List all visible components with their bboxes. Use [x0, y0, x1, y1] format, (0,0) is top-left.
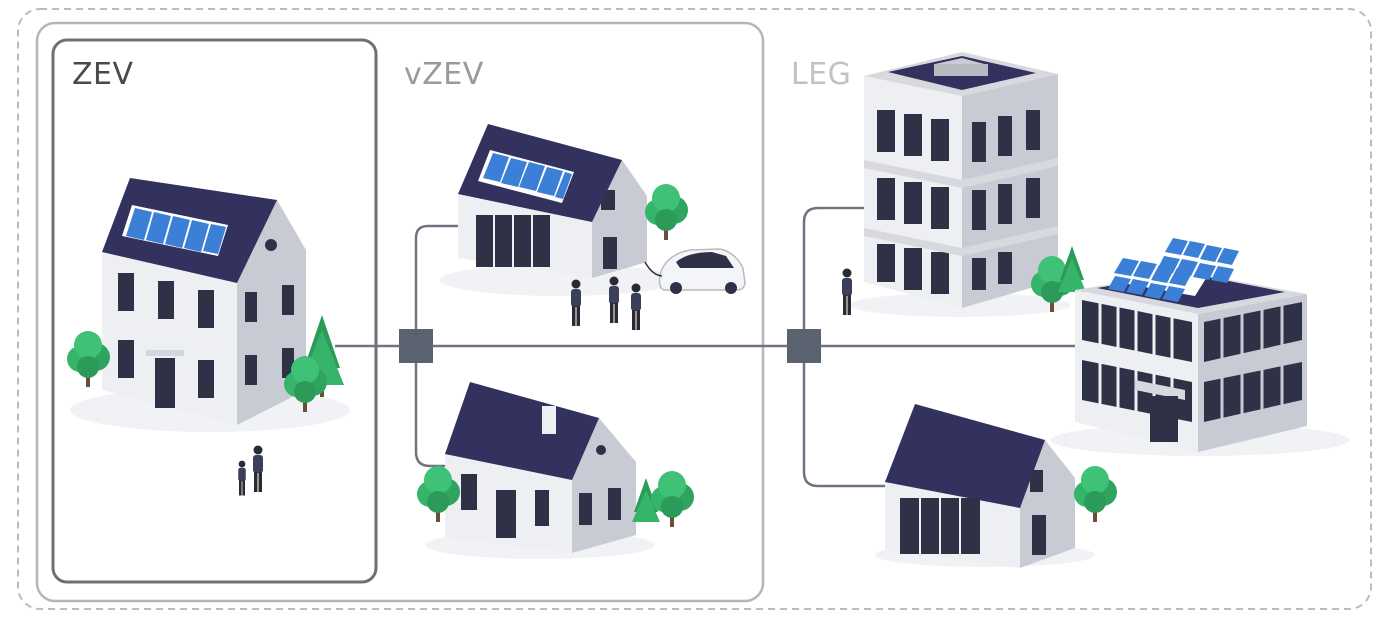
apartment-building-icon: [850, 52, 1070, 317]
leg-boundary: [17, 8, 1372, 610]
grid-connector-icon: [787, 329, 821, 363]
zone-label-zev: ZEV: [72, 57, 134, 92]
zone-label-vzev: vZEV: [404, 57, 484, 92]
person-icon: [842, 268, 852, 315]
house-icon: [425, 382, 655, 559]
house-icon: [440, 124, 680, 296]
person-icon: [631, 283, 641, 330]
zone-label-leg: LEG: [791, 57, 852, 92]
person-icon: [609, 276, 619, 323]
person-icon: [253, 445, 263, 492]
person-icon: [238, 460, 246, 496]
house-icon: [875, 404, 1095, 568]
grid-lines: [335, 206, 1075, 488]
zev-boundary: [51, 38, 378, 584]
tree-icon: [645, 184, 688, 240]
grid-connector-icon: [399, 329, 433, 363]
vzev-boundary: [35, 21, 765, 603]
office-building-icon: [1050, 236, 1350, 456]
solar-panel-icon: [1105, 236, 1255, 302]
person-icon: [571, 279, 581, 326]
house-icon: [70, 178, 350, 432]
tree-icon: [1058, 246, 1086, 292]
electric-car-icon: [644, 248, 746, 294]
tree-icon: [1074, 466, 1117, 522]
